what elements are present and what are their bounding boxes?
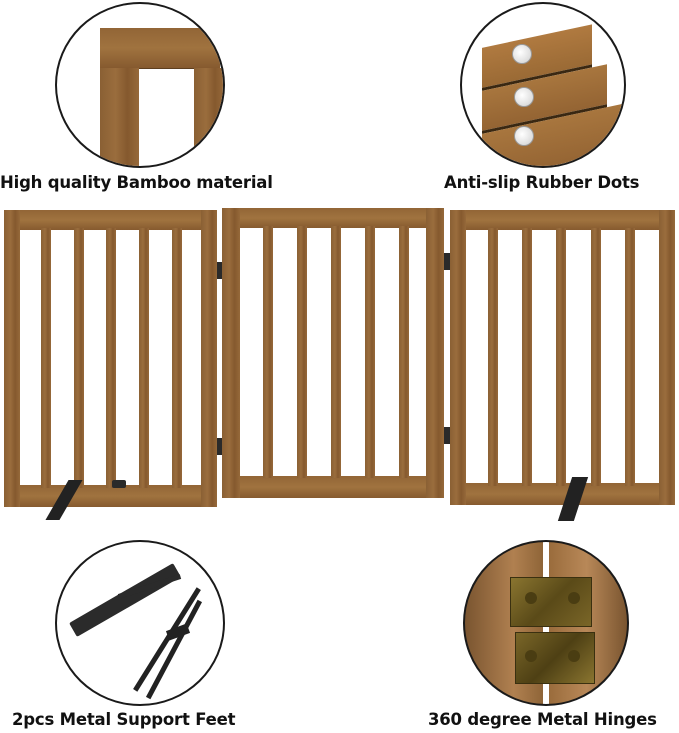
rubber-dot-icon <box>514 87 534 107</box>
hinge-icon <box>444 427 450 444</box>
hinge-icon <box>444 253 450 270</box>
bamboo-top-rail <box>100 28 220 69</box>
metal-foot-2 <box>133 587 201 692</box>
gate-panel-left <box>4 210 217 507</box>
hinge-plate-upper <box>510 577 592 627</box>
feature-label-hinges: 360 degree Metal Hinges <box>428 710 657 729</box>
rubber-dots-closeup-image <box>460 2 626 168</box>
hinge-icon <box>217 262 223 279</box>
pet-gate-image <box>0 205 679 525</box>
hinge-icon <box>217 438 223 455</box>
hinge-screw-icon <box>568 592 580 604</box>
hinges-closeup-image <box>463 540 629 706</box>
gate-panel-center <box>222 208 444 498</box>
metal-foot-1 <box>69 563 181 637</box>
bamboo-closeup-image <box>55 2 225 168</box>
gate-panel-right <box>450 210 675 505</box>
metal-foot-2-brace <box>145 599 203 700</box>
support-feet-closeup-image <box>55 540 225 706</box>
bamboo-left-post <box>100 68 139 166</box>
rubber-dot-icon <box>514 126 534 146</box>
feature-label-bamboo: High quality Bamboo material <box>0 173 273 192</box>
rubber-dot-icon <box>512 44 532 64</box>
hinge-screw-icon <box>525 592 537 604</box>
hinge-screw-icon <box>525 650 537 662</box>
bamboo-right-post <box>194 68 223 166</box>
feature-label-feet: 2pcs Metal Support Feet <box>12 710 236 729</box>
hinge-screw-icon <box>568 650 580 662</box>
support-foot-clip <box>112 480 126 488</box>
feature-label-rubber: Anti-slip Rubber Dots <box>444 173 640 192</box>
